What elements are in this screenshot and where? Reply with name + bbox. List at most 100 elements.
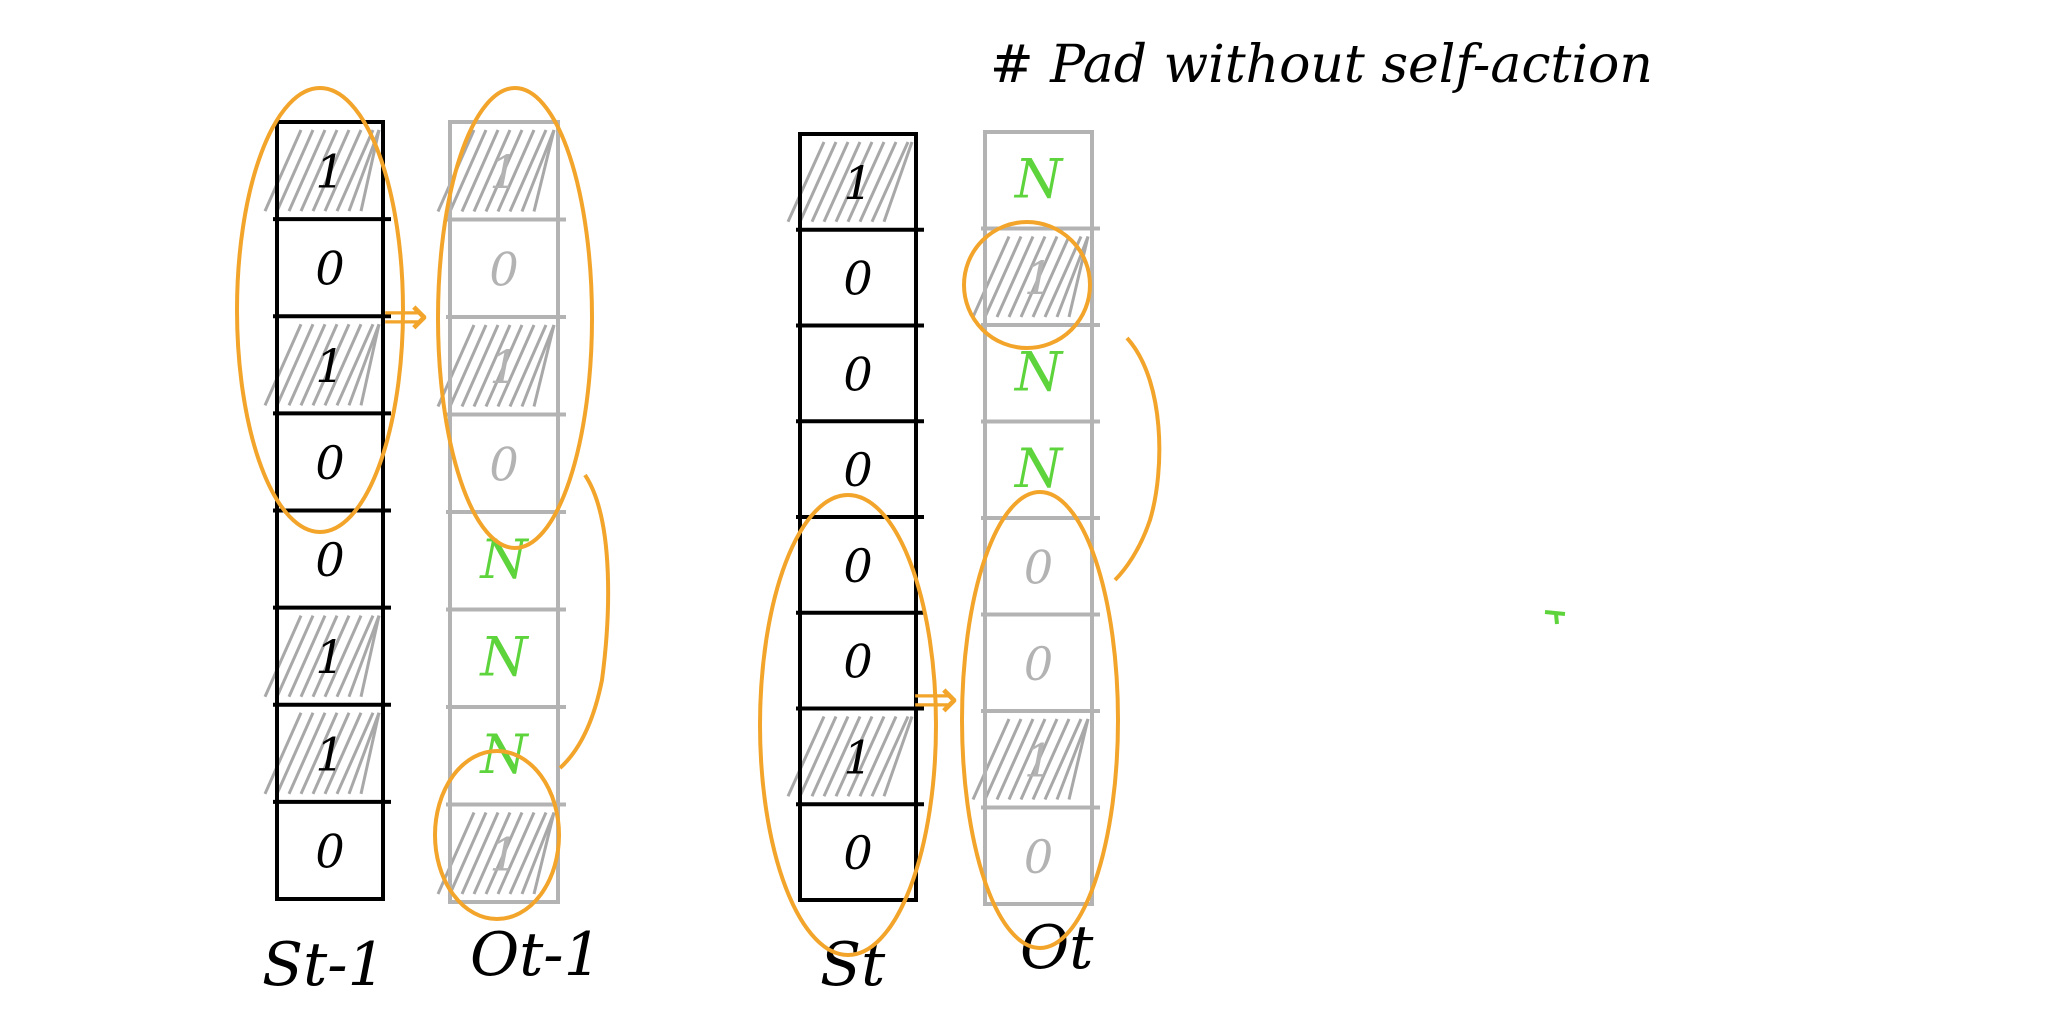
column-frame [983,130,1094,906]
hatch-stroke [472,811,512,895]
hatch-stroke [971,235,1011,318]
hatch-stroke [798,141,838,223]
cell-value: 1 [315,630,344,684]
hatch-stroke [263,615,303,698]
hatch-stroke [532,324,556,407]
hatch-stroke [311,615,351,698]
hatch-stroke [520,811,556,895]
hatch-stroke [275,129,315,212]
cell-value: 0 [843,347,872,401]
hatch-stroke [995,718,1035,801]
highlight-ellipse-ot1-top [436,86,594,550]
hatch-stroke [1031,718,1071,801]
hatch-stroke [448,129,488,213]
hatch-stroke [359,712,381,795]
hatch-stroke [335,129,375,212]
hatch-stroke [846,141,886,223]
hatch-stroke [1043,235,1083,318]
hatch-stroke [1055,235,1090,318]
hatch-shading [436,129,556,213]
hatch-stroke [971,718,1011,801]
cell-value: 0 [315,436,344,490]
highlight-ellipse-ot1-bottom [433,749,561,921]
cell-value: N [1013,340,1064,403]
cell-value: 0 [843,443,872,497]
cell-value: 0 [315,824,344,878]
hatch-shading [971,235,1090,318]
hatch-stroke [822,715,862,797]
hatch-stroke [520,324,556,408]
hatch-stroke [275,323,315,406]
hatch-shading [786,715,914,797]
highlight-ellipse-ot-top [962,220,1092,350]
hatch-stroke [347,615,381,698]
cell-value: 1 [843,156,872,210]
bracket-left [558,473,611,770]
cell-value: 1 [315,145,344,199]
hatch-stroke [532,129,556,212]
hatch-shading [436,324,556,408]
column-label-o-t-minus-1: Ot-1 [470,920,602,990]
cell-value: 0 [1024,637,1053,691]
hatch-stroke [335,712,375,795]
hatch-stroke [335,323,375,406]
cell-value: 0 [489,242,518,296]
cell-value: 1 [843,730,872,784]
hatch-stroke [983,718,1023,801]
cell-value: 0 [315,242,344,296]
cell-value: 0 [1024,830,1053,884]
hatch-stroke [460,129,500,213]
hatch-shading [263,615,381,698]
stray-mark [1544,610,1566,625]
hatch-stroke [810,141,850,223]
cell-value: 0 [315,533,344,587]
cell-value: 0 [843,635,872,689]
hatch-stroke [496,129,536,213]
hatch-stroke [846,715,886,797]
highlight-ellipse-st-bottom [758,493,938,957]
hatch-stroke [508,324,548,408]
hatch-stroke [311,712,351,795]
column-frame [798,132,918,902]
hatch-stroke [834,141,874,223]
hatch-stroke [335,615,375,698]
hatch-stroke [287,323,327,406]
hatch-stroke [1031,235,1071,318]
diagram-title: # Pad without self-action [990,35,1653,95]
bracket-right [1113,336,1162,582]
cell-value: 0 [489,437,518,491]
hatch-stroke [263,129,303,212]
hatch-shading [263,129,381,212]
arrow-left: ⇒ [382,284,429,349]
hatch-shading [263,712,381,795]
hatch-stroke [858,715,898,797]
hatch-stroke [287,615,327,698]
cell-value: 0 [1024,540,1053,594]
hatch-stroke [496,324,536,408]
hatch-shading [263,323,381,406]
hatch-stroke [882,141,914,223]
hatch-stroke [275,615,315,698]
hatch-stroke [508,811,548,895]
cell-value: N [478,723,529,786]
hatch-stroke [1043,718,1083,801]
hatch-stroke [299,323,339,406]
cell-value: N [1013,437,1064,500]
cell-value: 1 [315,339,344,393]
hatch-stroke [287,129,327,212]
hatch-stroke [1067,718,1090,800]
cell-value: N [1013,147,1064,210]
cell-value: 0 [843,539,872,593]
hatch-stroke [882,716,914,797]
hatch-stroke [472,324,512,408]
hatch-stroke [484,811,524,895]
hatch-stroke [323,615,363,698]
hatch-stroke [484,129,524,213]
hatch-stroke [995,235,1035,318]
cell-value: 0 [843,252,872,306]
column-frame [275,120,385,901]
hatch-stroke [263,323,303,406]
